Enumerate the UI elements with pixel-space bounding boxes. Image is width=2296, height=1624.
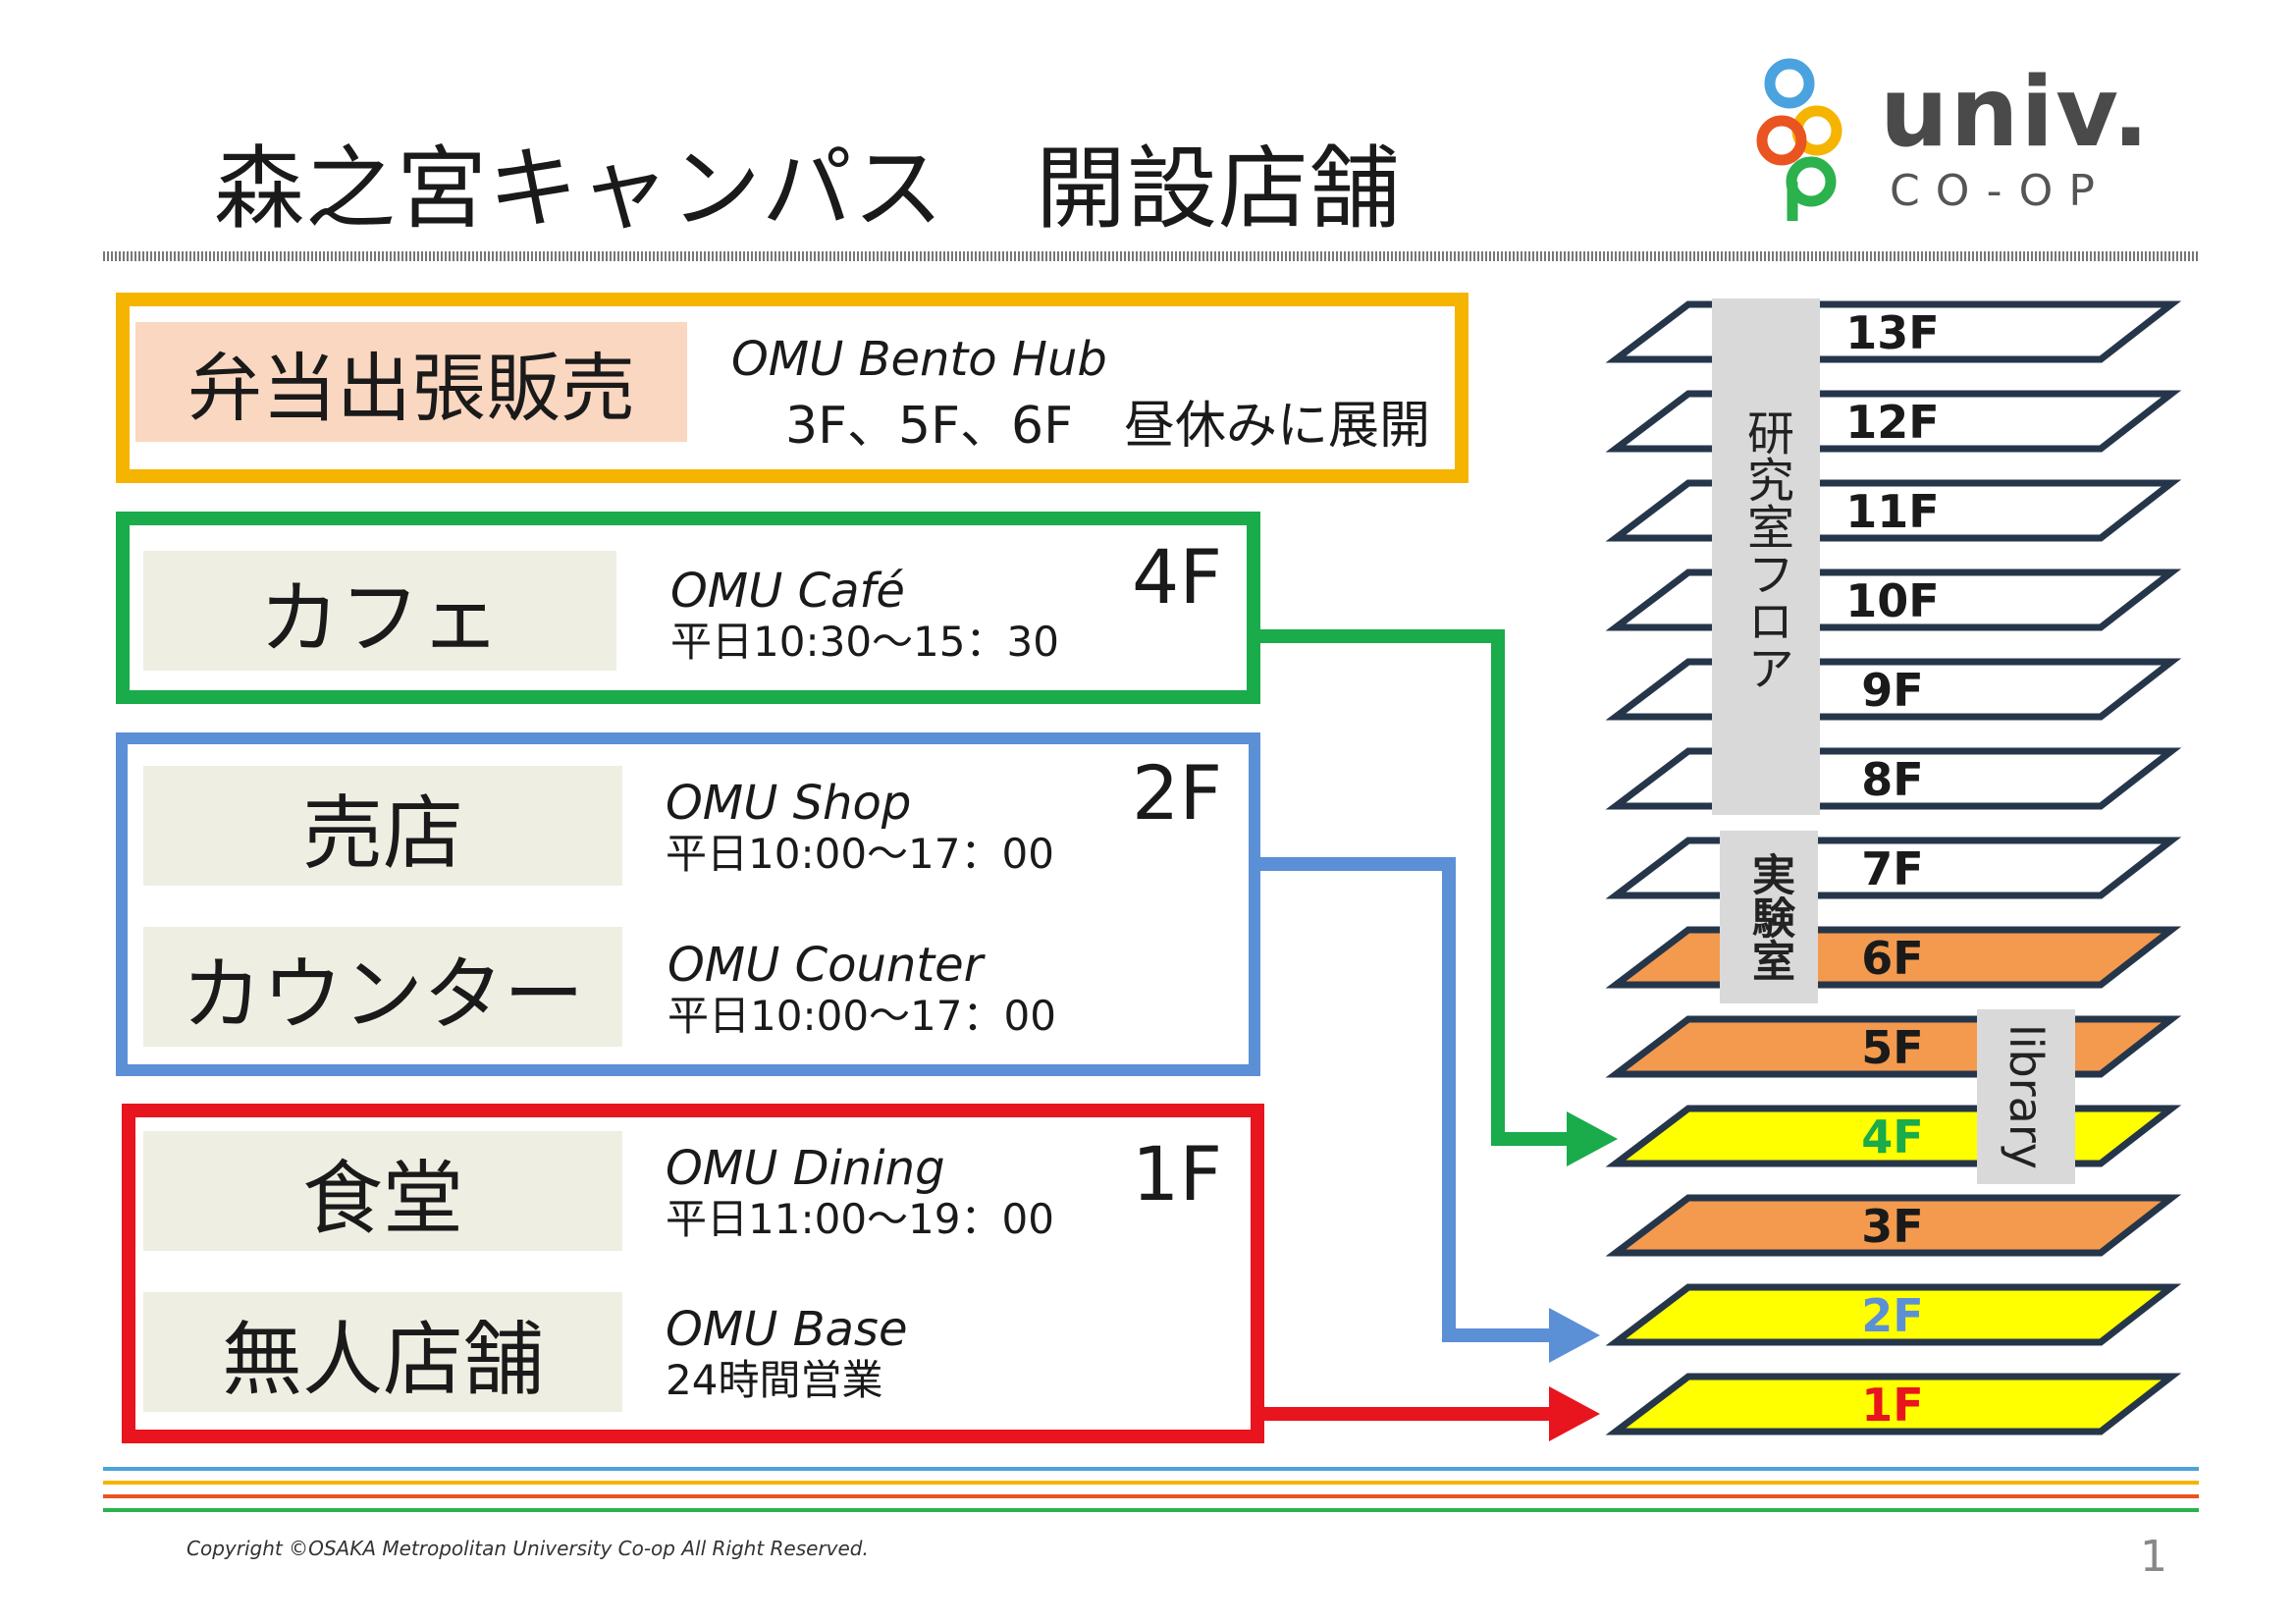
univ-coop-logo: UNIV. CO-OP [1752,54,2164,231]
shop-arrow [1260,857,1559,1342]
footer-rule-blue [103,1467,2199,1471]
floor-label-1f: 1F [1861,1379,1924,1432]
dining-hours: 平日11:00～19：00 [666,1195,1054,1243]
base-label: 無人店舗 [143,1292,622,1412]
base-name: OMU Base [666,1302,908,1357]
floor-label-5f: 5F [1861,1021,1924,1074]
counter-name: OMU Counter [667,938,984,993]
bento-info: 3F、5F、6F 昼休みに展開 [785,397,1430,456]
floor-label-3f: 3F [1861,1200,1924,1253]
footer-rule-green [103,1508,2199,1512]
cafe-name: OMU Café [670,564,905,619]
footer-rule-yellow [103,1481,2199,1485]
bento-label: 弁当出張販売 [135,322,687,442]
cafe-arrowhead [1567,1111,1618,1166]
copyright-text: Copyright ©OSAKA Metropolitan University… [187,1537,869,1560]
page-title: 森之宮キャンパス 開設店舗 [214,136,1402,242]
logo-word-coop: CO-OP [1890,166,2110,216]
floor-label-10f: 10F [1845,574,1940,627]
cafe-label: カフェ [143,551,616,671]
floor-label-12f: 12F [1845,396,1940,449]
shop-floor: 2F [1132,749,1223,837]
page-number: 1 [2140,1532,2167,1582]
floor-label-4f: 4F [1861,1110,1924,1164]
floor-label-9f: 9F [1861,664,1924,717]
shop-arrowhead [1549,1308,1600,1363]
shop-label: 売店 [143,766,622,886]
title-divider [103,251,2199,261]
logo-word-univ: UNIV. [1880,57,2152,169]
floor-label-2f: 2F [1861,1289,1924,1342]
lab-floor-label: 実験室 [1720,831,1818,1003]
shop-hours: 平日10:00～17：00 [666,830,1054,878]
dining-arrowhead [1549,1386,1600,1441]
research-floor-label: 研究室フロア [1712,298,1820,815]
dining-label: 食堂 [143,1131,622,1251]
floor-label-11f: 11F [1845,485,1940,538]
floor-plate-1f [1605,1373,2182,1435]
counter-hours: 平日10:00～17：00 [667,992,1056,1040]
shop-name: OMU Shop [666,776,912,831]
floor-label-13f: 13F [1845,306,1940,359]
floor-label-8f: 8F [1861,753,1924,806]
coop-rings-icon [1756,58,1842,221]
base-hours: 24時間営業 [666,1356,883,1404]
floor-label-7f: 7F [1861,842,1924,895]
footer-rule-orange [103,1494,2199,1498]
floor-plate-3f [1605,1194,2182,1257]
counter-label: カウンター [143,927,622,1047]
cafe-hours: 平日10:30～15：30 [670,618,1059,666]
dining-name: OMU Dining [666,1141,945,1196]
library-label: library [1977,1009,2075,1184]
dining-floor: 1F [1132,1130,1223,1218]
bento-name: OMU Bento Hub [731,332,1107,387]
floor-label-6f: 6F [1861,932,1924,985]
cafe-floor: 4F [1132,533,1223,621]
floor-plate-2f [1605,1283,2182,1346]
cafe-arrow [1260,629,1578,1146]
